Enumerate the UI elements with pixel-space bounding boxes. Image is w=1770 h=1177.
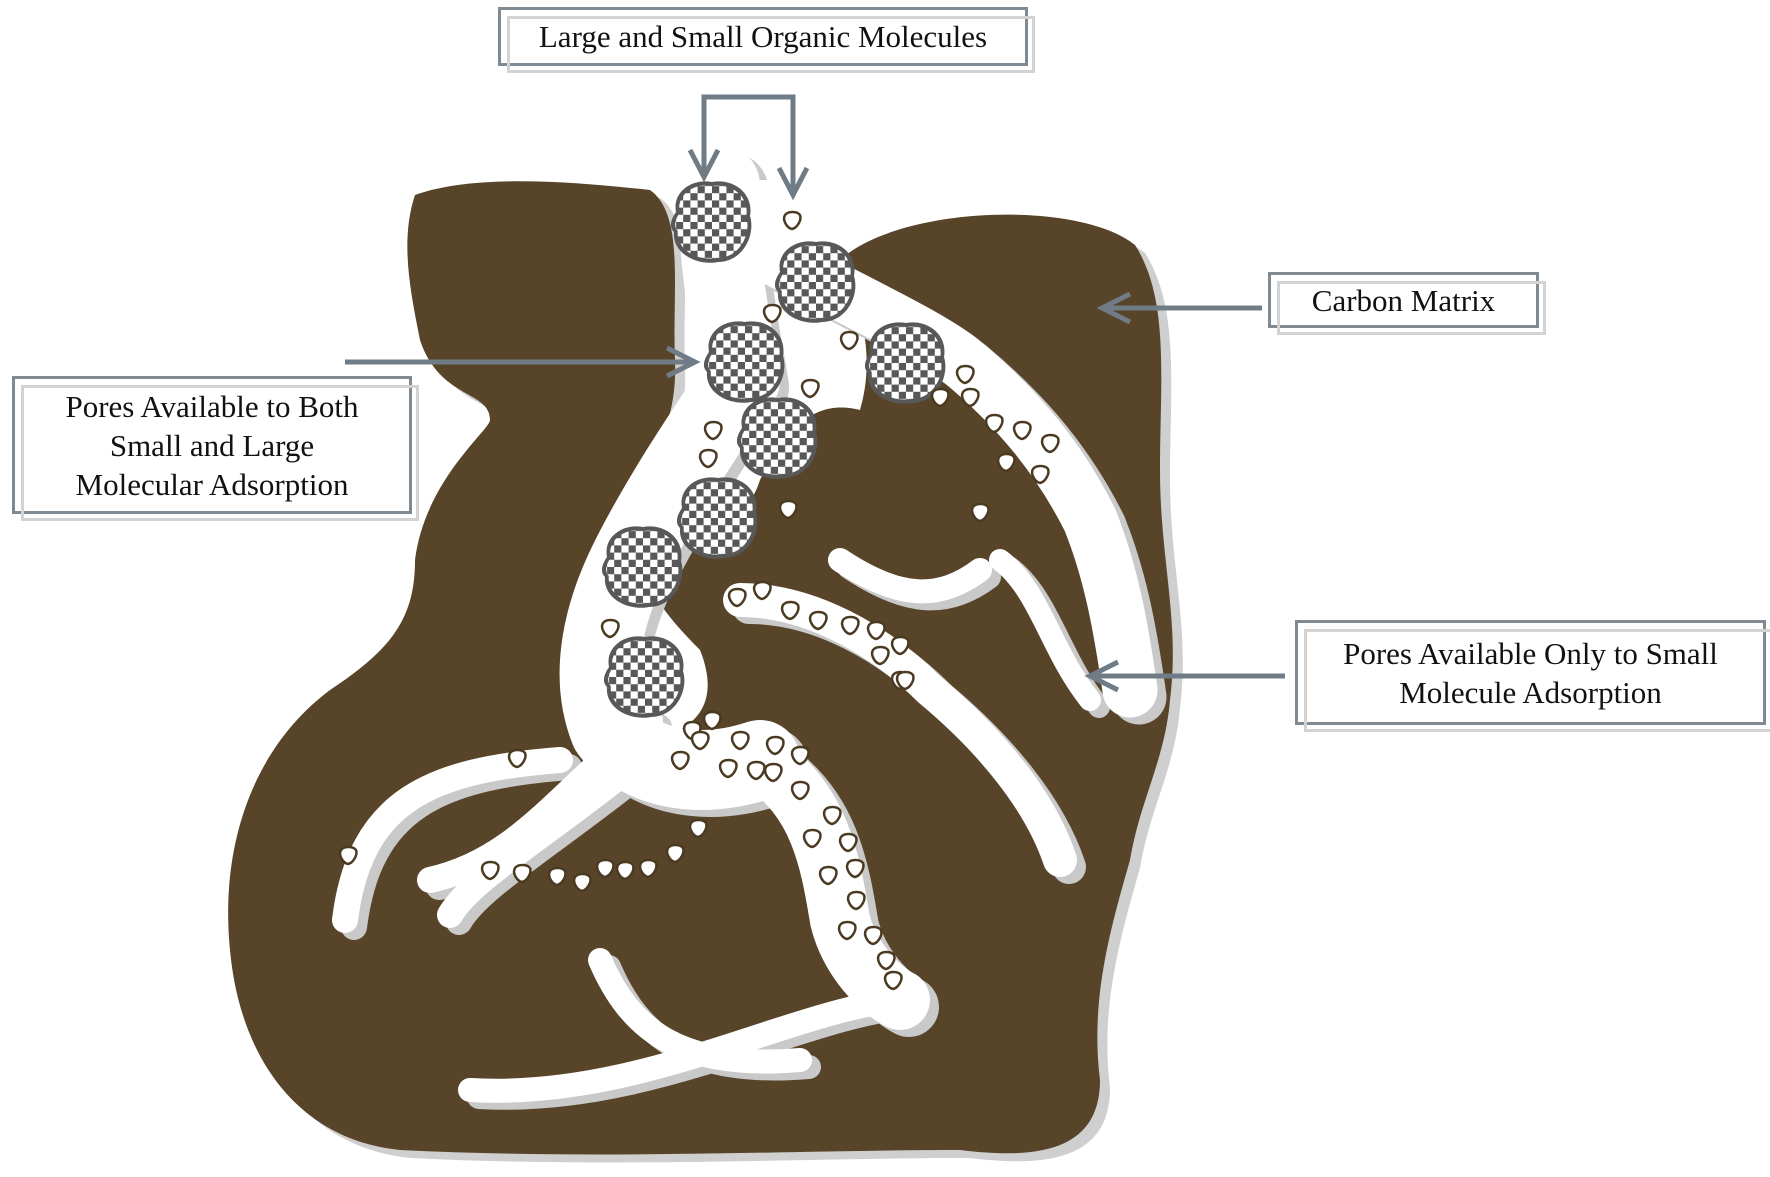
small-molecule-icon [790, 780, 810, 801]
small-molecule-icon [838, 832, 858, 853]
small-molecule-icon [822, 805, 842, 826]
label-both-pores: Pores Available to Both Small and Large … [12, 376, 419, 521]
arrow-matrix-head [1096, 291, 1132, 325]
arrow-both-pores-head [665, 345, 701, 379]
small-molecule-icon [765, 735, 785, 756]
large-molecule-icon [703, 321, 785, 403]
label-small-pores: Pores Available Only to Small Molecule A… [1295, 620, 1770, 732]
arrow-molecules-right-head [776, 166, 810, 201]
small-molecule-icon [876, 950, 896, 971]
small-molecule-icon [970, 502, 990, 523]
small-molecule-icon [930, 387, 950, 408]
small-molecule-icon [746, 760, 766, 781]
arrow-molecules [701, 94, 796, 192]
small-molecule-icon [895, 670, 915, 691]
small-molecule-icon [638, 858, 658, 879]
label-carbon-matrix-text: Carbon Matrix [1311, 282, 1496, 318]
small-molecule-icon [718, 758, 738, 779]
arrows [345, 94, 1285, 693]
small-molecule-icon [665, 843, 685, 864]
small-molecule-icon [800, 378, 820, 399]
small-molecule-icon [837, 920, 857, 941]
label-both-pores-text: Pores Available to Both Small and Large … [65, 388, 359, 502]
small-molecule-icon [839, 330, 859, 351]
small-molecule-icon [762, 303, 782, 324]
small-molecule-icon [480, 860, 500, 881]
small-molecule-icon [808, 610, 828, 631]
label-molecules-text: Large and Small Organic Molecules [538, 19, 988, 54]
small-molecule-icon [698, 448, 718, 469]
small-molecule-icon [727, 587, 747, 608]
small-molecule-icon [690, 730, 710, 751]
small-molecule-icon [1040, 433, 1060, 454]
large-molecule-icon [736, 397, 818, 479]
small-molecule-icon [547, 866, 567, 887]
small-molecule-icon [338, 845, 358, 866]
small-molecule-icon [615, 860, 635, 881]
small-molecule-icon [883, 970, 903, 991]
large-molecule-icon [774, 241, 856, 323]
small-molecule-icon [984, 413, 1004, 434]
small-molecule-icon [955, 364, 975, 385]
small-molecule-icon [890, 635, 910, 656]
small-molecule-icon [863, 925, 883, 946]
small-molecule-icon [702, 710, 722, 731]
large-molecules [601, 181, 946, 718]
small-molecule-icon [845, 858, 865, 879]
label-carbon-matrix: Carbon Matrix [1268, 272, 1546, 335]
small-molecule-icon [507, 748, 527, 769]
small-molecule-icon [802, 828, 822, 849]
small-molecule-icon [846, 890, 866, 911]
label-molecules: Large and Small Organic Molecules [498, 7, 1035, 73]
small-molecule-icon [572, 872, 592, 893]
small-molecule-icon [703, 420, 723, 441]
small-molecule-icon [778, 499, 798, 520]
small-molecule-icon [790, 745, 810, 766]
small-molecule-icon [818, 865, 838, 886]
small-molecule-icon [763, 762, 783, 783]
large-molecule-icon [603, 636, 685, 718]
small-molecule-icon [870, 645, 890, 666]
small-molecule-icon [1012, 420, 1032, 441]
label-small-pores-text: Pores Available Only to Small Molecule A… [1343, 635, 1718, 710]
small-molecule-icon [752, 580, 772, 601]
arrow-small-pores-head [1084, 659, 1120, 693]
small-molecule-icon [512, 863, 532, 884]
small-molecule-icon [670, 750, 690, 771]
small-molecule-icon [1030, 464, 1050, 485]
large-molecule-icon [676, 477, 758, 559]
small-molecule-icon [840, 615, 860, 636]
small-molecules [338, 210, 1060, 991]
large-molecule-icon [601, 526, 683, 608]
small-molecule-icon [600, 618, 620, 639]
large-molecule-icon [670, 181, 752, 263]
small-molecule-icon [595, 858, 615, 879]
small-molecule-icon [780, 600, 800, 621]
small-molecule-icon [782, 210, 802, 231]
small-molecule-icon [996, 452, 1016, 473]
small-molecule-icon [688, 818, 708, 839]
small-molecule-icon [730, 730, 750, 751]
small-molecule-icon [960, 387, 980, 408]
large-molecule-icon [864, 322, 946, 404]
arrow-molecules-left-head [687, 148, 721, 183]
small-molecule-icon [866, 620, 886, 641]
